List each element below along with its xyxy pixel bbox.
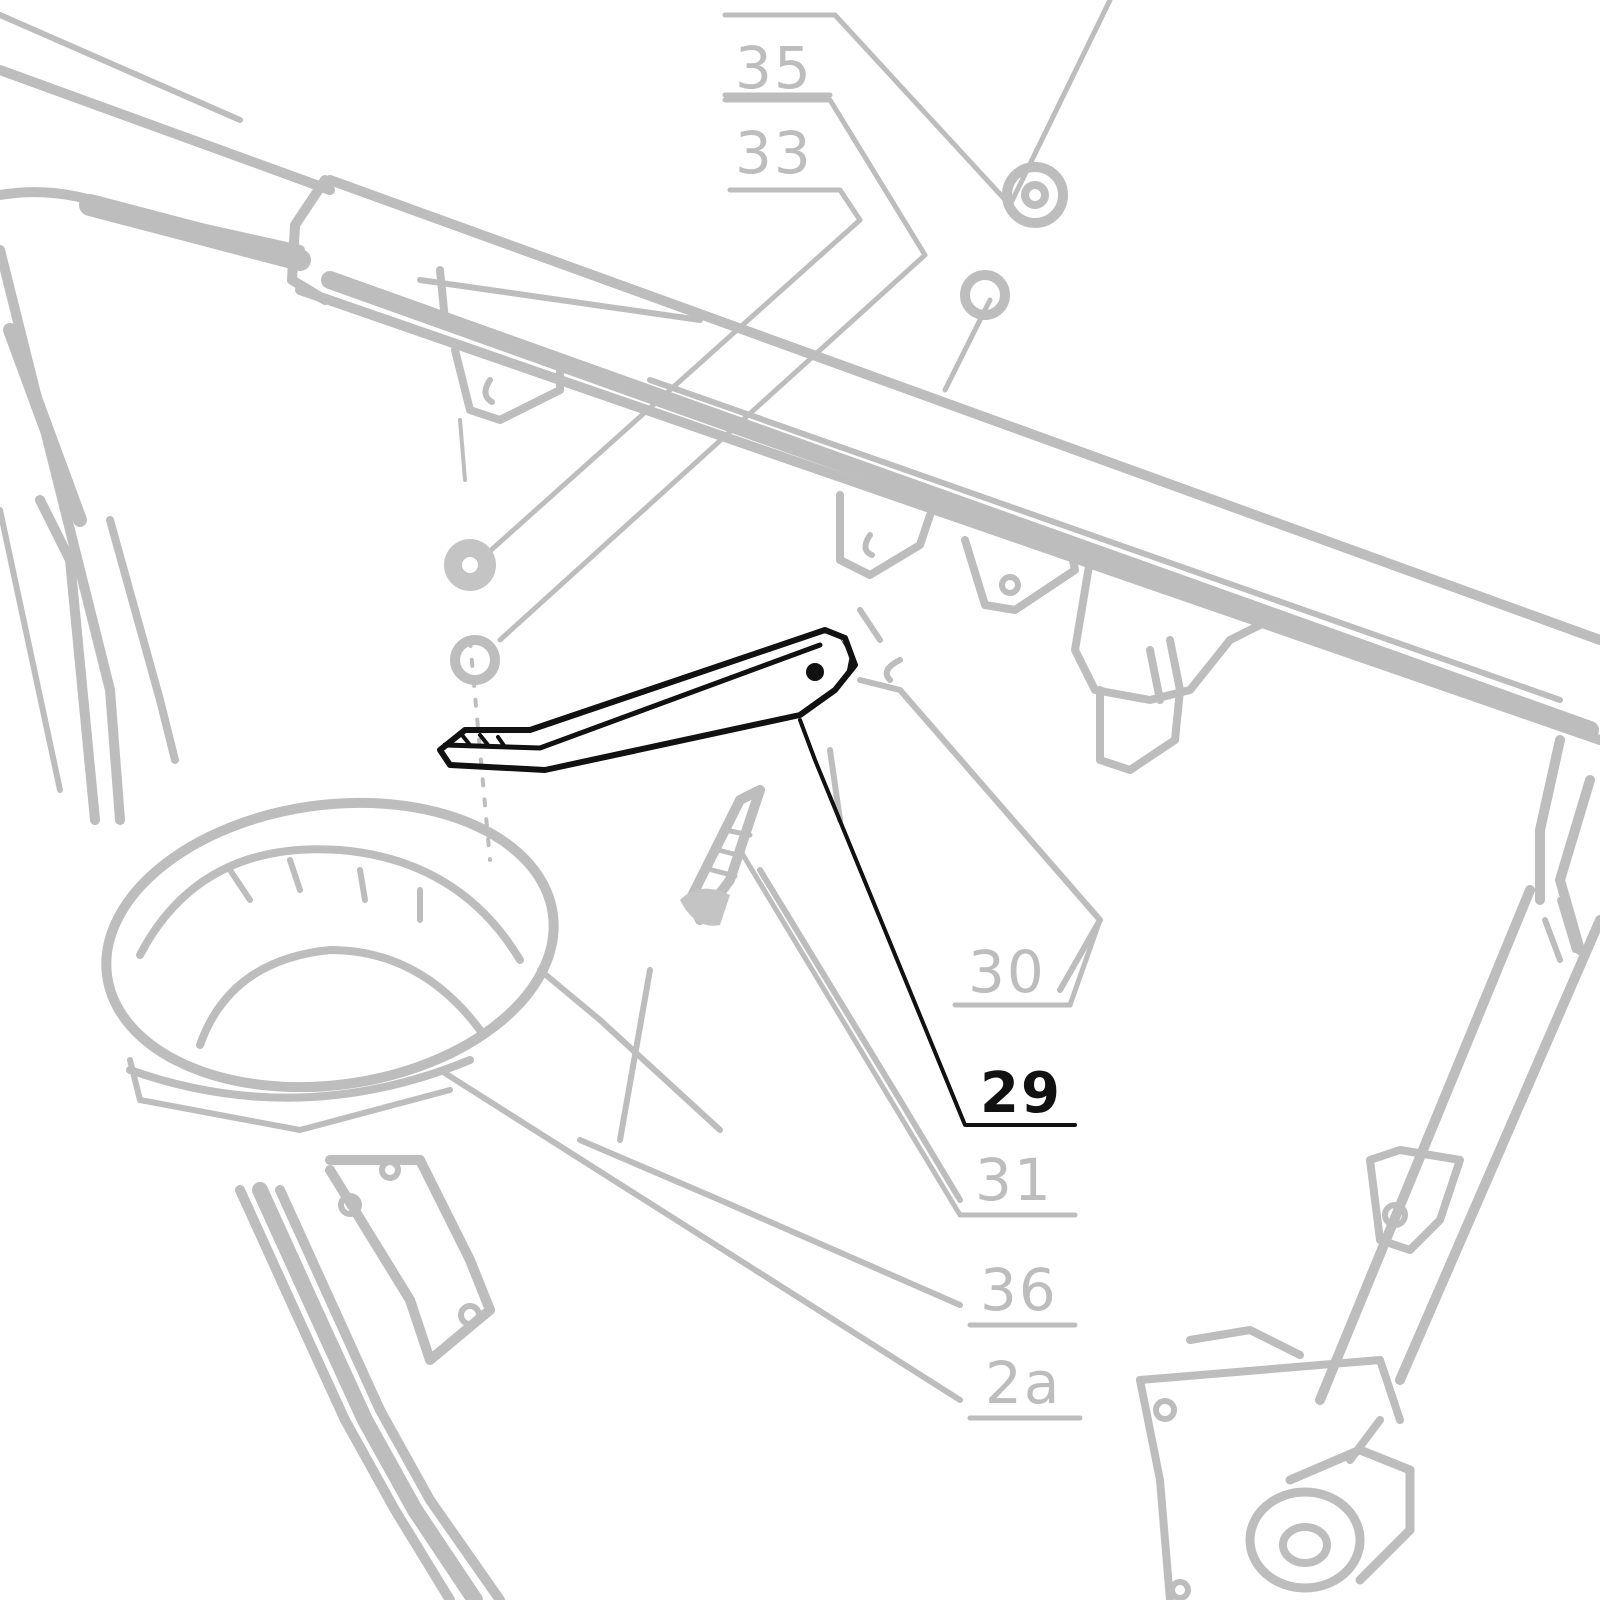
label-2a: 2a bbox=[985, 1349, 1061, 1417]
part-29-leader bbox=[798, 718, 1077, 1127]
label-33: 33 bbox=[735, 119, 813, 187]
label-31: 31 bbox=[975, 1146, 1053, 1214]
part-29-lever bbox=[437, 627, 858, 773]
label-36: 36 bbox=[980, 1256, 1058, 1324]
part-labels: 35 33 30 29 31 36 2a bbox=[735, 34, 1062, 1417]
label-30: 30 bbox=[968, 938, 1046, 1006]
label-29: 29 bbox=[980, 1061, 1062, 1126]
label-35: 35 bbox=[735, 34, 813, 102]
frame-drawing bbox=[0, 12, 1600, 1600]
callout-leaders bbox=[444, 0, 1113, 1421]
